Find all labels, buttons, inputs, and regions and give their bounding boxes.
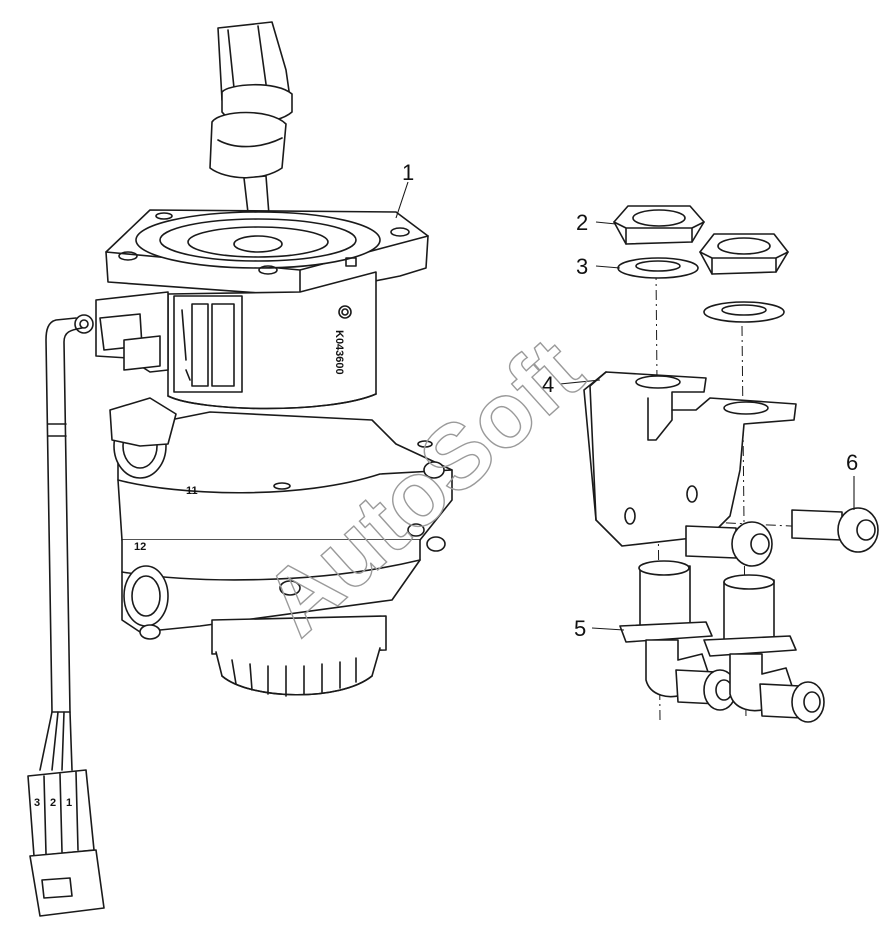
plunger-grip — [209, 21, 293, 231]
bolt-lower — [685, 521, 773, 567]
callout-3: 3 — [576, 254, 621, 279]
nut-left — [613, 205, 705, 245]
switch-housing — [74, 291, 169, 373]
callout-1-label: 1 — [402, 160, 414, 185]
cable-connector: 3 2 1 — [27, 317, 105, 917]
valve-body: 11 12 — [109, 397, 453, 640]
port-11-label: 11 — [186, 485, 198, 497]
nut-right — [699, 233, 789, 275]
callout-6: 6 — [846, 450, 858, 510]
callout-4-label: 4 — [542, 372, 554, 397]
washer-right — [703, 301, 785, 323]
callout-2-label: 2 — [576, 210, 588, 235]
elbow-fitting-left — [619, 560, 737, 711]
pin-label-3: 3 — [34, 797, 40, 809]
part-code-text: K043600 — [333, 330, 345, 375]
callout-6-label: 6 — [846, 450, 858, 475]
mounting-bracket — [583, 371, 797, 547]
pin-label-2: 2 — [50, 797, 56, 809]
pin-label-1: 1 — [66, 797, 72, 809]
callout-1: 1 — [395, 160, 414, 219]
brake-valve-assembly: K043600 11 — [27, 21, 453, 917]
bolt-upper — [791, 507, 879, 553]
elbow-fitting-right — [703, 574, 825, 723]
mounting-flange — [105, 209, 429, 297]
part-code-marking: K043600 — [333, 305, 352, 375]
callout-4: 4 — [542, 372, 601, 397]
bottom-cap — [211, 615, 387, 697]
callout-5: 5 — [574, 616, 625, 641]
callout-2: 2 — [576, 210, 617, 235]
washer-left — [617, 257, 699, 279]
upper-housing: K043600 — [167, 271, 377, 410]
callout-5-label: 5 — [574, 616, 586, 641]
port-12-label: 12 — [134, 541, 146, 553]
callout-3-label: 3 — [576, 254, 588, 279]
